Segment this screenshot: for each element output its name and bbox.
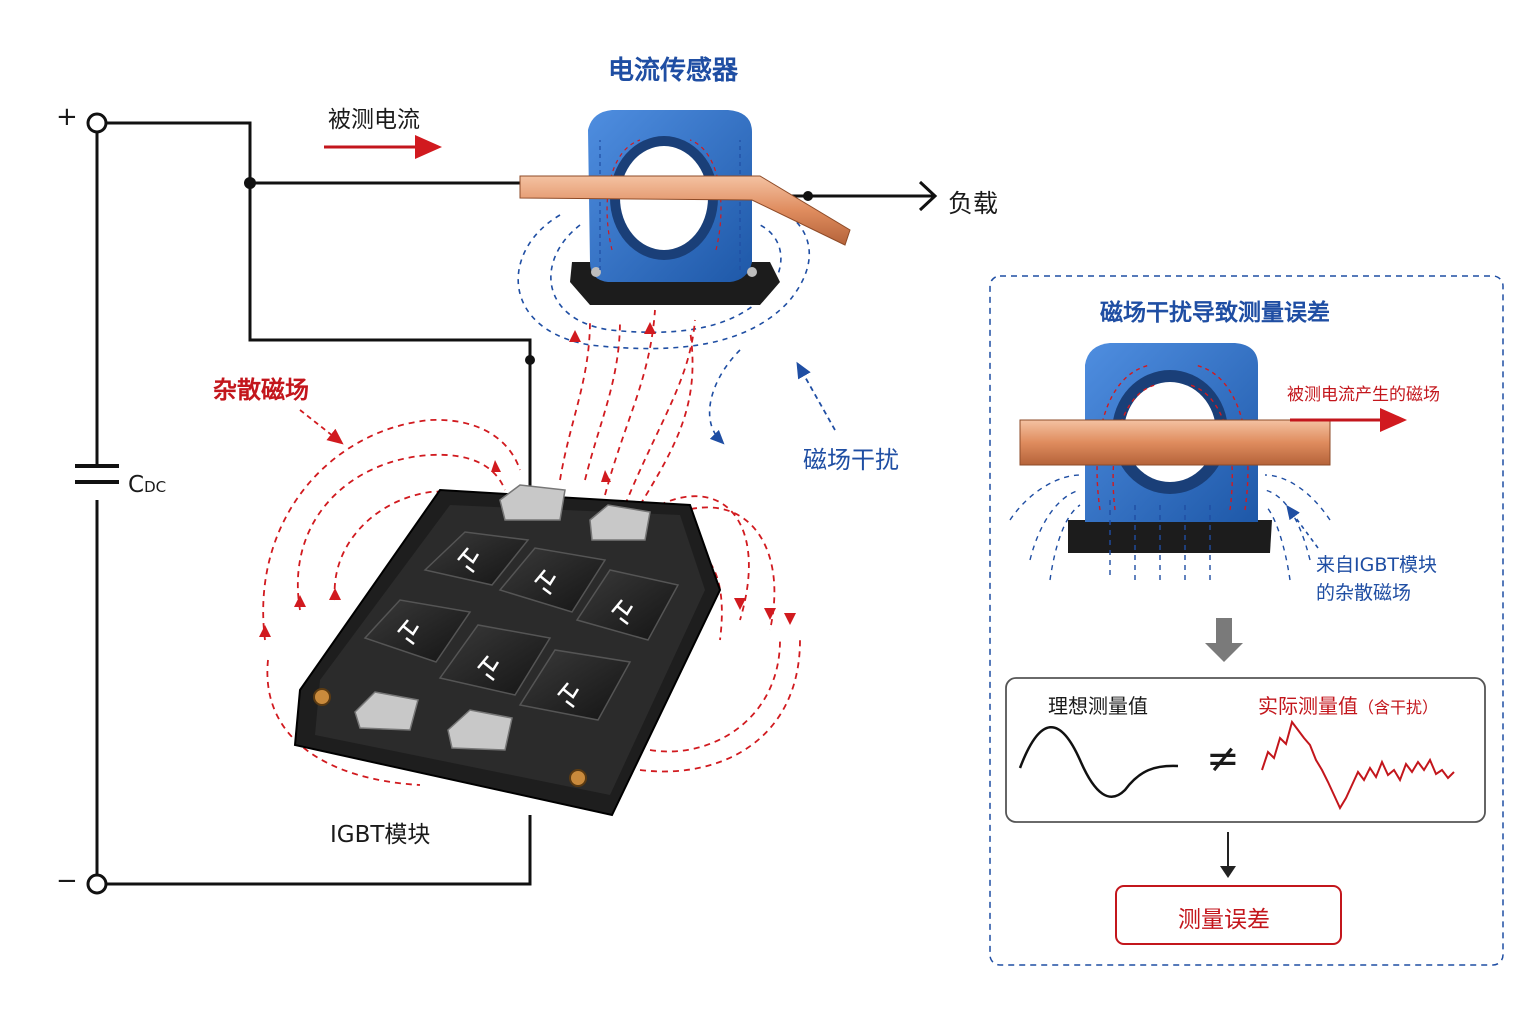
current-sensor (570, 110, 780, 305)
mounting-holes (313, 688, 587, 787)
junction-dot (525, 355, 535, 365)
stray-field-arrowheads (259, 322, 796, 637)
actual-waveform (1261, 719, 1455, 811)
capacitor-label-sub: DC (144, 478, 167, 496)
sensor-title: 电流传感器 (608, 56, 739, 86)
minus-label: − (56, 866, 78, 896)
actual-value-note: （含干扰） (1358, 698, 1439, 717)
load-arrow-icon (918, 180, 938, 212)
field-from-current-label: 被测电流产生的磁场 (1287, 385, 1440, 405)
field-interference-label: 磁场干扰 (803, 446, 899, 474)
down-arrow-icon (1205, 618, 1243, 662)
igbt-module-label: IGBT模块 (330, 822, 431, 848)
panel-busbar (1019, 419, 1331, 466)
comparison-box (1005, 677, 1486, 823)
junction-dot (244, 177, 256, 189)
capacitor-label: CDC (128, 472, 166, 498)
junction-dot (803, 191, 813, 201)
interference-field-lines (517, 204, 811, 445)
load-label: 负载 (948, 189, 999, 218)
igbt-terminals (354, 484, 651, 751)
panel-field-lines-blue (1009, 474, 1331, 581)
plus-label: + (56, 102, 78, 132)
panel-stray-pointer-arrow (1286, 504, 1319, 549)
capacitor-label-main: C (128, 472, 145, 498)
ideal-value-label: 理想测量值 (1048, 694, 1148, 718)
stray-from-igbt-label-2: 的杂散磁场 (1316, 582, 1412, 604)
actual-value-label: 实际测量值（含干扰） (1258, 690, 1438, 719)
result-label: 测量误差 (1178, 907, 1270, 933)
not-equal-sign: ≠ (1206, 736, 1240, 782)
minus-terminal (86, 873, 108, 895)
panel-title: 磁场干扰导致测量误差 (1100, 300, 1330, 326)
result-box (1115, 885, 1342, 945)
igbt-chips (363, 531, 680, 721)
copper-busbar (519, 175, 851, 246)
igbt-symbols (397, 547, 634, 708)
stray-field-label: 杂散磁场 (213, 376, 309, 404)
measured-current-label: 被测电流 (328, 107, 420, 133)
explanation-panel (989, 275, 1504, 966)
stray-from-igbt-label-1: 来自IGBT模块 (1316, 554, 1437, 576)
igbt-module (293, 484, 722, 817)
ideal-waveform (1018, 726, 1179, 798)
capacitor-cdc (75, 464, 119, 484)
plus-terminal (86, 112, 108, 134)
sensor-inner-field-lines (606, 139, 722, 251)
actual-value-text: 实际测量值 (1258, 694, 1358, 718)
stray-field-pointer-arrow (299, 409, 344, 445)
small-down-arrow-head (1220, 866, 1236, 878)
sensor-blue-field-lines (599, 140, 741, 270)
interference-pointer-arrow (796, 361, 836, 431)
